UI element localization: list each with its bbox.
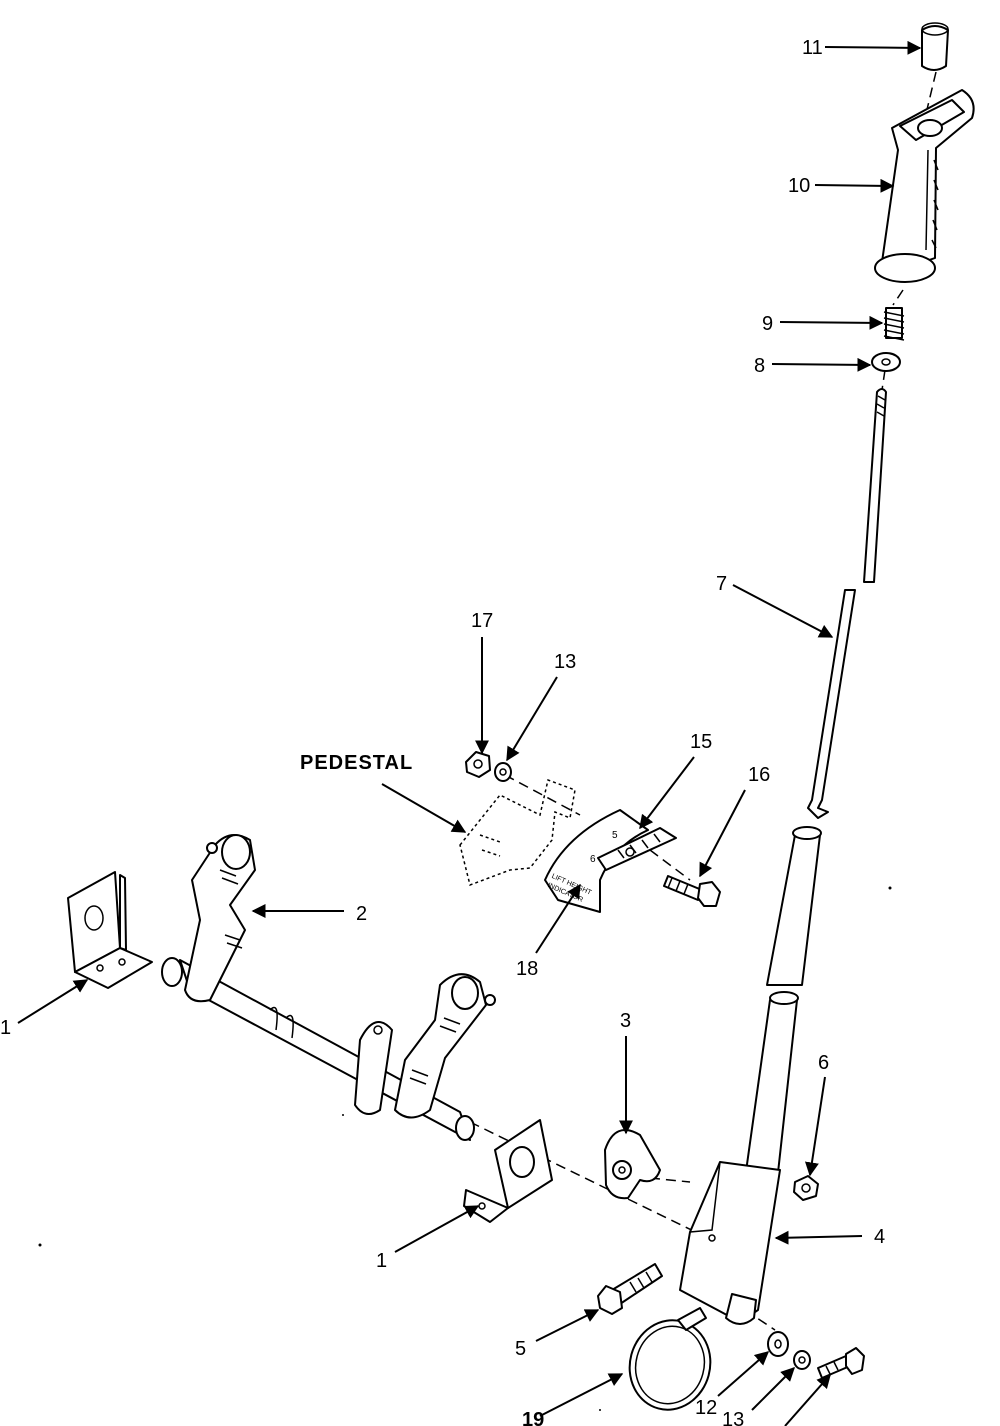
part-7-rod [807, 388, 887, 819]
part-13-lockwasher-upper [494, 762, 512, 782]
part-5-bolt [597, 1263, 663, 1315]
scan-specks [38, 886, 892, 1411]
indicator-mark-5: 5 [612, 830, 618, 841]
label-6: 6 [818, 1052, 829, 1074]
part-4-lever-tube [679, 826, 822, 1325]
part-1-bracket-left [67, 871, 153, 989]
label-11: 11 [802, 37, 823, 59]
part-6-nut [793, 1175, 819, 1201]
label-9: 9 [762, 313, 773, 335]
callout-labels: 11 10 9 8 7 17 13 PEDESTAL 15 16 2 18 1 … [0, 37, 885, 1426]
part-10-handle-grip [874, 89, 975, 283]
label-5: 5 [515, 1338, 526, 1360]
part-16-bolt [663, 875, 721, 907]
part-14-bolt-lower [817, 1347, 865, 1379]
label-1-right: 1 [376, 1250, 387, 1272]
part-11-cap [921, 22, 949, 71]
part-17-nut [465, 751, 491, 778]
part-8-washer [871, 352, 901, 372]
label-13-lower: 13 [722, 1409, 744, 1426]
part-9-spring [883, 307, 905, 341]
label-pedestal: PEDESTAL [300, 752, 413, 774]
label-19: 19 [522, 1409, 544, 1426]
indicator-mark-6: 6 [590, 854, 596, 865]
label-15: 15 [690, 731, 712, 753]
part-12-washer [767, 1331, 789, 1357]
part-2-shaft [161, 834, 496, 1141]
label-2: 2 [356, 903, 367, 925]
part-18-lift-height-indicator: LIFT HEIGHT INDICATOR 5 6 [544, 809, 649, 913]
label-4: 4 [874, 1226, 885, 1248]
label-1-left: 1 [0, 1017, 11, 1039]
label-12: 12 [695, 1397, 717, 1419]
label-18: 18 [516, 958, 538, 980]
label-10: 10 [788, 175, 810, 197]
label-3: 3 [620, 1010, 631, 1032]
label-8: 8 [754, 355, 765, 377]
part-1-bracket-right [463, 1119, 553, 1223]
label-7: 7 [716, 573, 727, 595]
part-3-cam [604, 1129, 661, 1200]
label-17: 17 [471, 610, 493, 632]
label-16: 16 [748, 764, 770, 786]
label-13-upper: 13 [554, 651, 576, 673]
part-13-lockwasher-lower [793, 1350, 811, 1370]
part-19-clamp [628, 1307, 712, 1411]
leader-lines [17, 40, 922, 1426]
part-15-pointer [597, 827, 677, 871]
